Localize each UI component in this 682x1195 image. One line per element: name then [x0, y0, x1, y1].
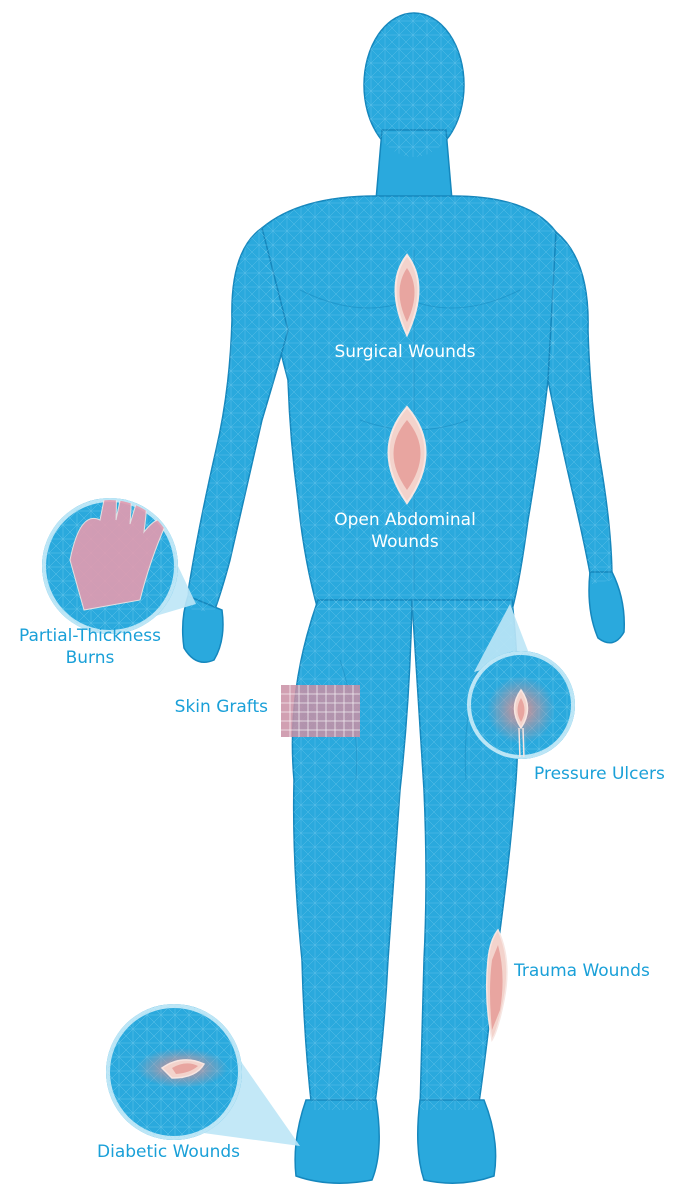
label-open-abdominal-line2: Wounds	[305, 532, 505, 553]
label-open-abdominal-line1: Open Abdominal	[305, 510, 505, 531]
left-foot	[295, 1100, 379, 1183]
label-burns-line1: Partial-Thickness	[2, 626, 178, 647]
burns-callout	[40, 470, 196, 640]
trauma-wound	[487, 930, 507, 1040]
label-surgical-wounds: Surgical Wounds	[310, 342, 500, 363]
label-pressure-ulcers: Pressure Ulcers	[534, 764, 665, 785]
right-foot	[418, 1100, 496, 1183]
label-skin-grafts: Skin Grafts	[140, 697, 268, 718]
label-trauma-wounds: Trauma Wounds	[514, 961, 650, 982]
skin-graft	[281, 685, 360, 737]
label-diabetic-wounds: Diabetic Wounds	[97, 1142, 240, 1163]
diabetic-wound-callout	[104, 1002, 300, 1146]
human-figure	[183, 13, 625, 1183]
label-burns-line2: Burns	[2, 648, 178, 669]
